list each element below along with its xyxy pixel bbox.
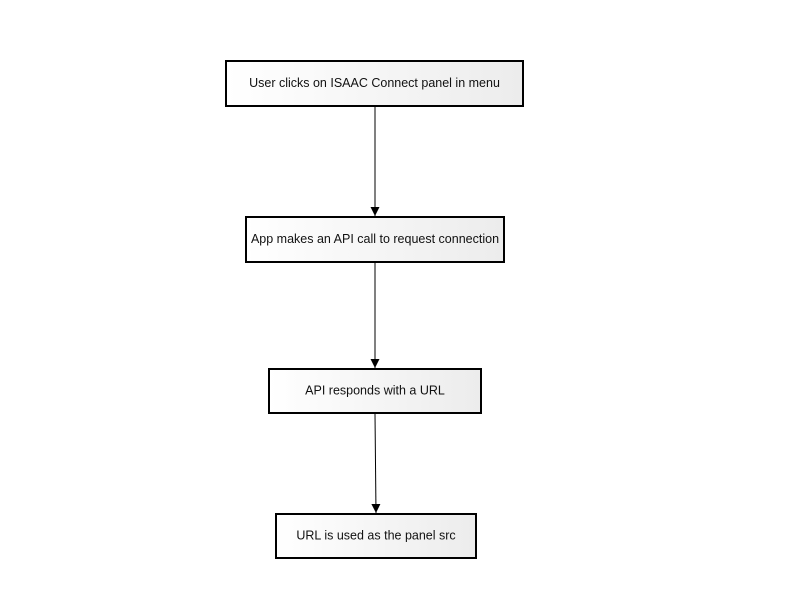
flow-step-1-label: User clicks on ISAAC Connect panel in me… [249, 76, 500, 90]
flow-step-2-label: App makes an API call to request connect… [251, 232, 499, 246]
flow-step-4-label: URL is used as the panel src [296, 528, 455, 542]
flow-step-3-label: API responds with a URL [305, 383, 445, 397]
flow-step-3-box [268, 368, 482, 414]
flow-step-4-box [275, 513, 477, 559]
flow-step-2: App makes an API call to request connect… [245, 216, 505, 263]
flow-step-1: User clicks on ISAAC Connect panel in me… [225, 60, 524, 107]
flow-step-3: API responds with a URL [268, 368, 482, 414]
edges [370, 106, 381, 514]
edge-arrow-3 [371, 413, 381, 514]
flow-step-2-box [245, 216, 505, 263]
flow-step-1-box [225, 60, 524, 107]
flow-step-4: URL is used as the panel src [275, 513, 477, 559]
